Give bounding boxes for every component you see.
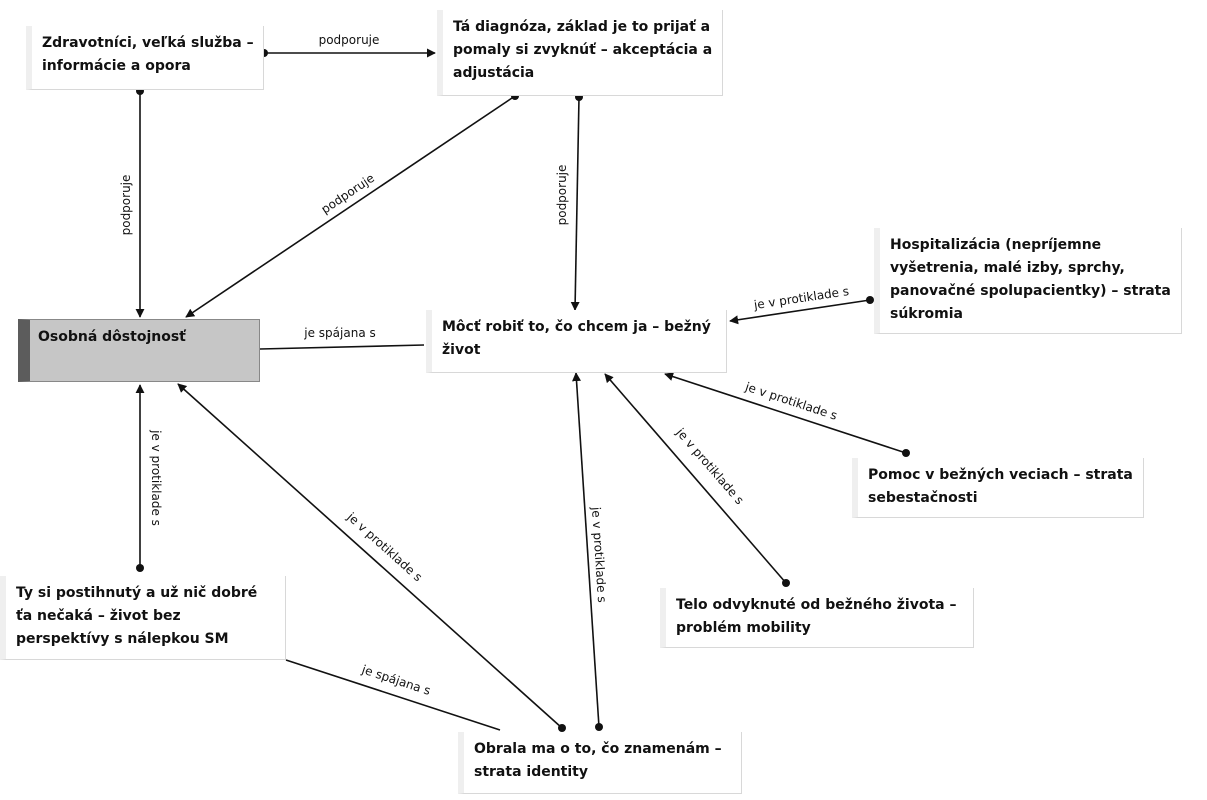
endpoint-dot bbox=[595, 723, 603, 731]
node-obrala-label: Obrala ma o to, čo znamenám – strata ide… bbox=[474, 741, 722, 780]
edge-label-diag-moct: podporuje bbox=[555, 165, 569, 226]
node-diagnoza-label: Tá diagnóza, základ je to prijať a pomal… bbox=[453, 19, 713, 81]
endpoint-dot bbox=[866, 296, 874, 304]
node-hospitalizacia-label: Hospitalizácia (nepríjemne vyšetrenia, m… bbox=[890, 237, 1171, 322]
node-moct-robit-label: Môcť robiť to, čo chcem ja – bežný život bbox=[442, 319, 711, 358]
edge-label-post-dost: je v protiklade s bbox=[149, 429, 163, 526]
edge-label-hosp-moct: je v protiklade s bbox=[752, 284, 850, 312]
edge-label-post-obrala: je spájana s bbox=[359, 662, 432, 698]
edge-telo-moct bbox=[604, 373, 787, 584]
endpoint-dot bbox=[902, 449, 910, 457]
node-pomoc[interactable]: Pomoc v bežných veciach – strata sebesta… bbox=[852, 458, 1144, 518]
edge-obrala-moct bbox=[572, 372, 600, 728]
edge-label-obrala-moct: je v protiklade s bbox=[589, 505, 609, 603]
edge-pomoc-moct bbox=[664, 372, 907, 454]
edge-dost-moct bbox=[259, 344, 425, 350]
edge-post-obrala bbox=[285, 659, 501, 731]
edge-label-zdrav-dost: podporuje bbox=[119, 175, 133, 236]
endpoint-dot bbox=[782, 579, 790, 587]
node-osobna-dostojnost[interactable]: Osobná dôstojnosť bbox=[18, 319, 260, 382]
endpoint-dot bbox=[136, 564, 144, 572]
node-telo[interactable]: Telo odvyknuté od bežného života – probl… bbox=[660, 588, 974, 648]
edge-label-pomoc-moct: je v protiklade s bbox=[743, 379, 839, 422]
edge-label-dost-moct: je spájana s bbox=[303, 326, 375, 340]
edge-label-zdrav-diag: podporuje bbox=[319, 33, 380, 47]
edge-hosp-moct bbox=[729, 299, 871, 325]
node-obrala[interactable]: Obrala ma o to, čo znamenám – strata ide… bbox=[458, 732, 742, 794]
node-postihnuty-label: Ty si postihnutý a už nič dobré ťa nečak… bbox=[16, 585, 258, 647]
edge-diag-moct bbox=[570, 96, 580, 311]
node-zdravotnici-label: Zdravotníci, veľká služba – informácie a… bbox=[42, 35, 254, 74]
edge-label-obrala-dost: je v protiklade s bbox=[344, 509, 425, 584]
node-postihnuty[interactable]: Ty si postihnutý a už nič dobré ťa nečak… bbox=[0, 576, 286, 660]
node-pomoc-label: Pomoc v bežných veciach – strata sebesta… bbox=[868, 467, 1133, 506]
endpoint-dot bbox=[558, 724, 566, 732]
node-moct-robit[interactable]: Môcť robiť to, čo chcem ja – bežný život bbox=[426, 310, 727, 373]
node-diagnoza[interactable]: Tá diagnóza, základ je to prijať a pomal… bbox=[437, 10, 723, 96]
node-hospitalizacia[interactable]: Hospitalizácia (nepríjemne vyšetrenia, m… bbox=[874, 228, 1182, 334]
edge-diag-dost bbox=[185, 95, 516, 318]
node-zdravotnici[interactable]: Zdravotníci, veľká služba – informácie a… bbox=[26, 26, 264, 90]
edge-obrala-dost bbox=[177, 383, 563, 729]
node-osobna-dostojnost-label: Osobná dôstojnosť bbox=[38, 329, 186, 345]
node-telo-label: Telo odvyknuté od bežného života – probl… bbox=[676, 597, 957, 636]
